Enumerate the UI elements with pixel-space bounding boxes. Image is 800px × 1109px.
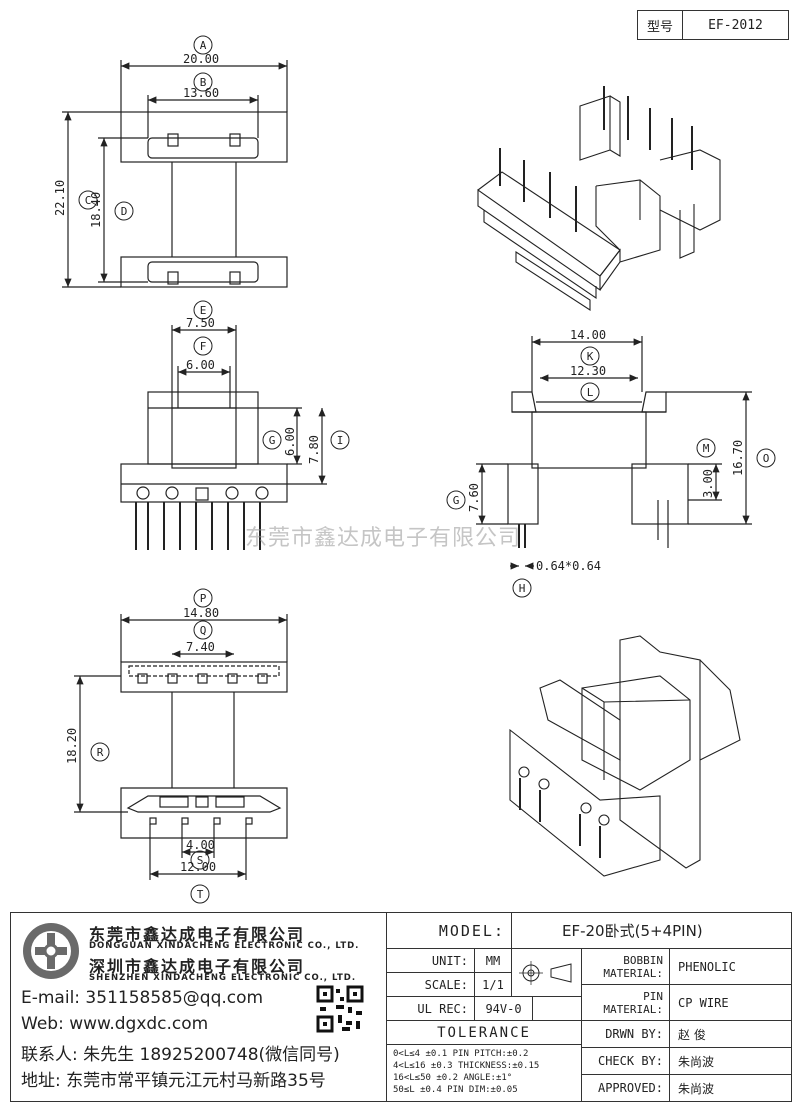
company-en-shenzhen: SHENZHEN XINDACHENG ELECTRONIC CO., LTD. bbox=[89, 973, 357, 983]
dim-g2: 7.60 bbox=[467, 483, 481, 512]
title-block: 东莞市鑫达成电子有限公司 DONGGUAN XINDACHENG ELECTRO… bbox=[10, 912, 792, 1102]
blank-cell bbox=[533, 997, 582, 1021]
email-text: E-mail: 351158585@qq.com bbox=[21, 988, 264, 1008]
model-header-label: 型号 bbox=[638, 11, 683, 39]
technical-drawing: 20.00 13.60 7.50 6.00 14.00 12.30 0.64*0… bbox=[53, 35, 776, 904]
letter-s: S bbox=[197, 854, 204, 867]
scale-label: SCALE: bbox=[387, 973, 475, 997]
ul-label: UL REC: bbox=[387, 997, 475, 1021]
company-logo-icon bbox=[23, 923, 79, 979]
drawn-by-value: 赵 俊 bbox=[670, 1021, 791, 1048]
letter-circles bbox=[78, 35, 776, 904]
letter-b: B bbox=[200, 76, 207, 89]
spec-table: MODEL: EF-20卧式(5+4PIN) UNIT: MM SCALE: 1… bbox=[387, 913, 791, 1101]
model-header-box: 型号 EF-2012 bbox=[637, 10, 789, 40]
tolerance-row: 0<L≤4 ±0.1 PIN PITCH:±0.2 bbox=[393, 1049, 529, 1059]
dim-m: 3.00 bbox=[701, 469, 715, 498]
company-panel: 东莞市鑫达成电子有限公司 DONGGUAN XINDACHENG ELECTRO… bbox=[11, 913, 387, 1101]
projection-symbol-icon bbox=[518, 960, 571, 985]
unit-label: UNIT: bbox=[387, 949, 475, 973]
model-label: MODEL: bbox=[387, 913, 512, 949]
tolerance-row: 4<L≤16 ±0.3 THICKNESS:±0.15 bbox=[393, 1061, 540, 1071]
pin-material-value: CP WIRE bbox=[670, 985, 791, 1021]
dim-f: 6.00 bbox=[186, 358, 215, 372]
letter-t: T bbox=[197, 888, 204, 901]
letter-f: F bbox=[200, 340, 207, 353]
isometric-view-top bbox=[477, 86, 721, 312]
approved-value: 朱尚波 bbox=[678, 1081, 715, 1096]
dim-b: 13.60 bbox=[183, 86, 219, 100]
dim-s: 4.00 bbox=[186, 838, 215, 852]
drawn-by-label: DRWN BY: bbox=[582, 1021, 670, 1048]
dim-d: 18.40 bbox=[89, 192, 103, 228]
dim-k: 14.00 bbox=[570, 328, 606, 342]
approved-label: APPROVED: bbox=[582, 1075, 670, 1101]
side-view bbox=[476, 336, 752, 570]
dim-i: 7.80 bbox=[307, 435, 321, 464]
dim-l: 12.30 bbox=[570, 364, 606, 378]
web-text: Web: www.dgxdc.com bbox=[21, 1014, 209, 1034]
qr-code-icon bbox=[316, 985, 364, 1033]
letter-l: L bbox=[587, 386, 594, 399]
letter-g: G bbox=[269, 434, 276, 447]
letter-q: Q bbox=[200, 624, 207, 637]
unit-value: MM bbox=[475, 949, 512, 973]
letter-i: I bbox=[337, 434, 344, 447]
letter-h: H bbox=[519, 582, 526, 595]
tolerance-label: TOLERANCE bbox=[387, 1021, 582, 1045]
letter-c: C bbox=[85, 194, 92, 207]
dim-e: 7.50 bbox=[186, 316, 215, 330]
ul-value: 94V-0 bbox=[475, 997, 533, 1021]
letter-r: R bbox=[97, 746, 104, 759]
bobbin-label-line2: MATERIAL: bbox=[603, 966, 663, 980]
dim-p: 14.80 bbox=[183, 606, 219, 620]
company-name-shenzhen: 深圳市鑫达成电子有限公司 bbox=[89, 957, 306, 976]
pin-label-line1: PIN bbox=[643, 989, 663, 1003]
bobbin-material-label: BOBBIN MATERIAL: bbox=[582, 949, 670, 985]
letter-a: A bbox=[200, 39, 207, 52]
dim-c: 22.10 bbox=[53, 180, 67, 216]
scale-value: 1/1 bbox=[475, 973, 512, 997]
model-header-value: EF-2012 bbox=[708, 17, 763, 33]
letter-p: P bbox=[200, 592, 207, 605]
dim-q: 7.40 bbox=[186, 640, 215, 654]
contact-person: 联系人: 朱先生 18925200748(微信同号) bbox=[21, 1045, 340, 1065]
tolerance-row: 50≤L ±0.4 PIN DIM:±0.05 bbox=[393, 1085, 518, 1095]
projection-symbol-cell bbox=[512, 949, 582, 997]
pin-material-label: PIN MATERIAL: bbox=[582, 985, 670, 1021]
tolerance-table bbox=[387, 1045, 582, 1101]
front-view bbox=[120, 325, 327, 550]
letter-k: K bbox=[587, 350, 594, 363]
dim-h: 0.64*0.64 bbox=[536, 559, 601, 573]
letter-g2: G bbox=[453, 494, 460, 507]
letter-e: E bbox=[200, 304, 207, 317]
address-text: 地址: 东莞市常平镇元江元村马新路35号 bbox=[21, 1071, 326, 1091]
letter-d: D bbox=[121, 205, 128, 218]
isometric-view-bottom bbox=[509, 635, 741, 877]
dim-o: 16.70 bbox=[731, 440, 745, 476]
check-by-value: 朱尚波 bbox=[670, 1048, 791, 1075]
dim-r: 18.20 bbox=[65, 728, 79, 764]
dim-t: 12.00 bbox=[180, 860, 216, 874]
top-view bbox=[62, 60, 288, 288]
check-by-label: CHECK BY: bbox=[582, 1048, 670, 1075]
dim-g: 6.00 bbox=[283, 427, 297, 456]
company-en-dongguan: DONGGUAN XINDACHENG ELECTRONIC CO., LTD. bbox=[89, 941, 360, 951]
company-name-dongguan: 东莞市鑫达成电子有限公司 bbox=[89, 925, 306, 944]
letter-m: M bbox=[703, 442, 710, 455]
letter-o: O bbox=[763, 452, 770, 465]
watermark: 东莞市鑫达成电子有限公司 bbox=[245, 526, 522, 551]
bottom-view bbox=[74, 614, 288, 880]
model-value: EF-20卧式(5+4PIN) bbox=[512, 913, 791, 949]
tolerance-row: 16<L≤50 ±0.2 ANGLE:±1° bbox=[393, 1073, 513, 1083]
dim-a: 20.00 bbox=[183, 52, 219, 66]
bobbin-label-line1: BOBBIN bbox=[623, 953, 663, 967]
bobbin-material-value: PHENOLIC bbox=[670, 949, 791, 985]
pin-label-line2: MATERIAL: bbox=[603, 1002, 663, 1016]
